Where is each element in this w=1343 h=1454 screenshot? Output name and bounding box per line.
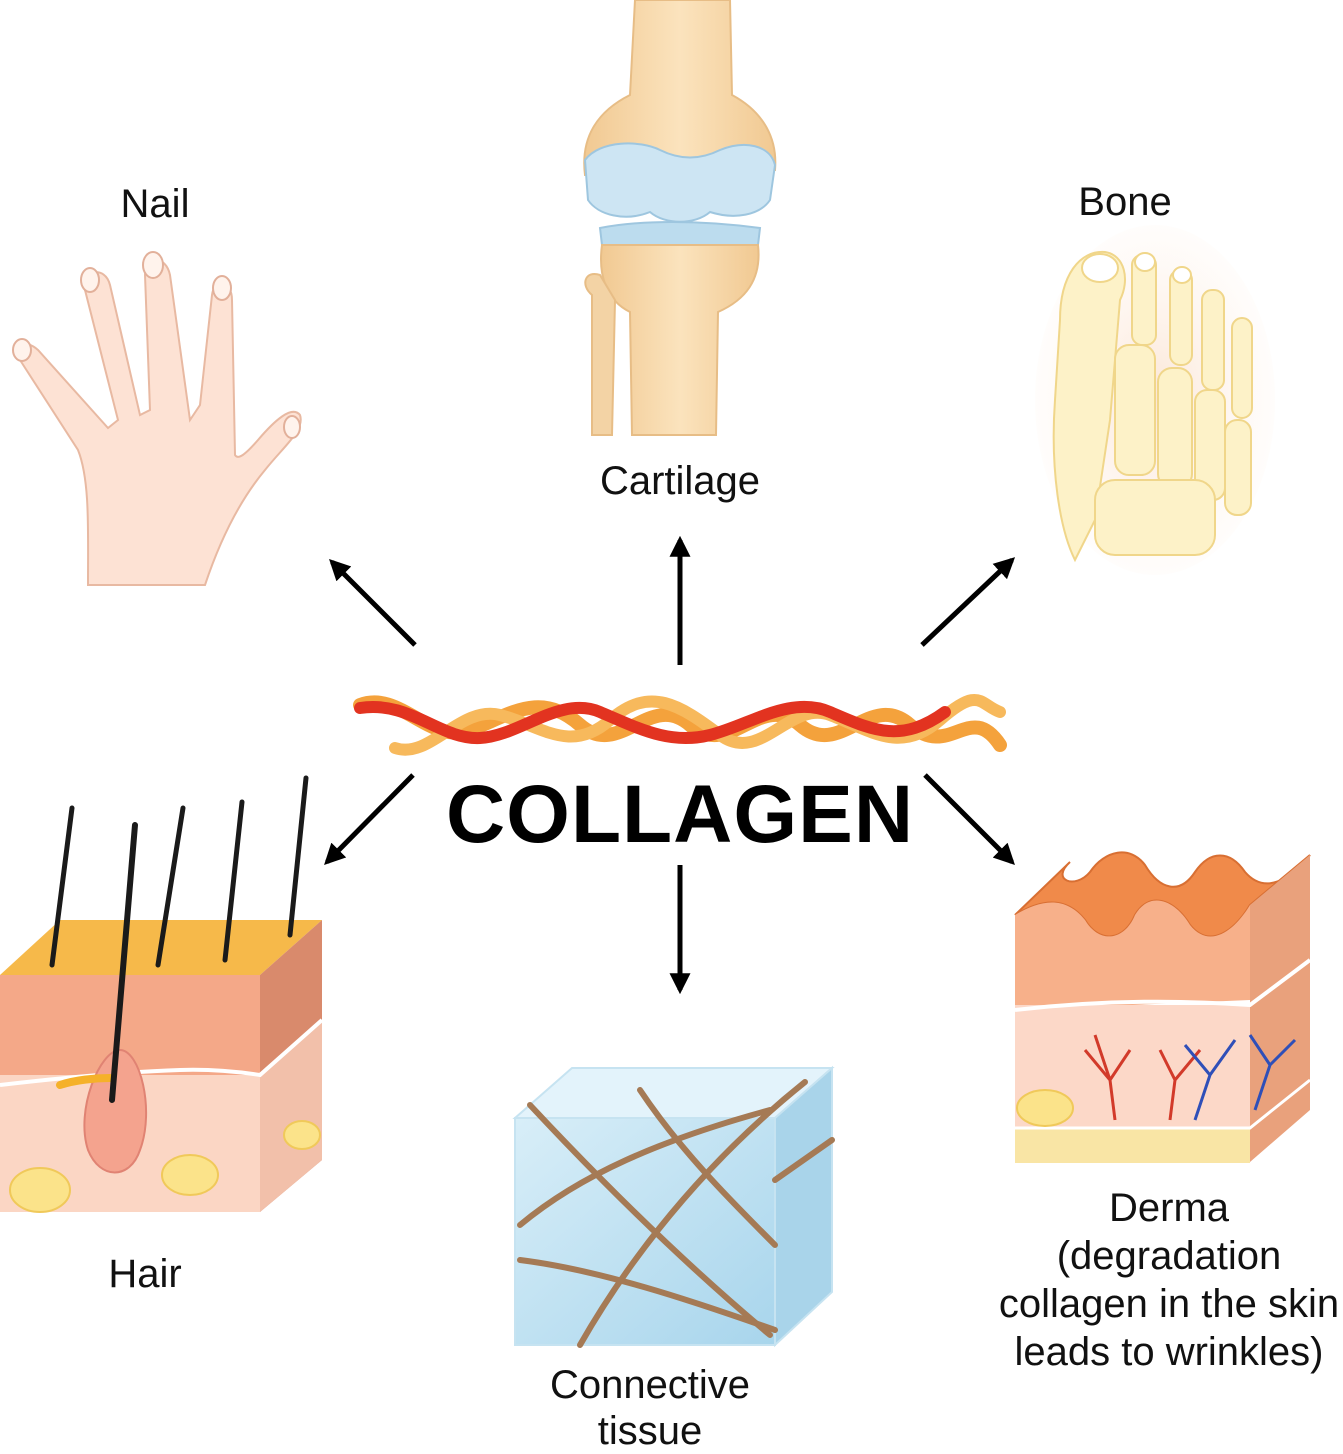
connective-tissue-label: Connective tissue bbox=[520, 1362, 780, 1454]
cartilage-label: Cartilage bbox=[599, 459, 761, 503]
connective-label-line-2: tissue bbox=[597, 1409, 703, 1453]
connective-label-line-1: Connective bbox=[549, 1363, 751, 1407]
hair-follicle-skin-icon bbox=[0, 775, 324, 1213]
nail-label: Nail bbox=[120, 182, 190, 226]
wrinkled-skin-icon bbox=[1014, 851, 1312, 1163]
bone-label: Bone bbox=[1078, 180, 1172, 224]
hair-label: Hair bbox=[108, 1252, 182, 1296]
foot-bones-icon bbox=[1035, 225, 1275, 575]
arrow-to-derma bbox=[923, 773, 1015, 865]
derma-label-line-4: leads to wrinkles) bbox=[1014, 1330, 1324, 1374]
arrow-to-bone bbox=[920, 557, 1016, 647]
arrow-to-nail bbox=[329, 559, 417, 647]
connective-tissue-cube-icon bbox=[512, 1065, 835, 1348]
derma-label: Derma (degradation collagen in the skin … bbox=[995, 1184, 1343, 1376]
arrows bbox=[324, 535, 1016, 995]
derma-label-line-1: Derma bbox=[1108, 1186, 1230, 1230]
hand-icon bbox=[12, 251, 302, 586]
collagen-title: COLLAGEN bbox=[445, 769, 915, 860]
arrow-to-hair bbox=[324, 773, 415, 865]
knee-joint-icon bbox=[583, 0, 777, 436]
derma-label-line-3: collagen in the skin bbox=[998, 1282, 1340, 1326]
derma-label-line-2: (degradation bbox=[1056, 1234, 1282, 1278]
collagen-fiber-icon bbox=[353, 694, 1007, 756]
